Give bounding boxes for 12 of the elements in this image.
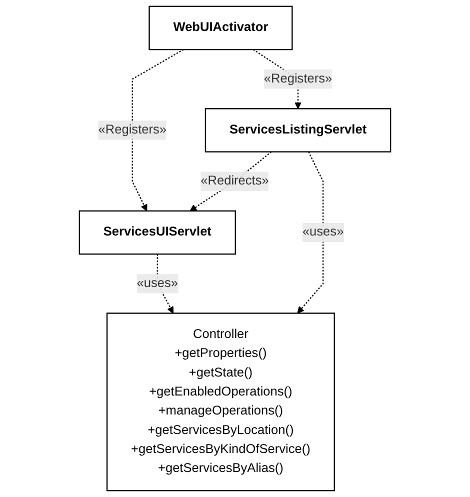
node-box: ServicesUIServlet	[78, 210, 236, 255]
edge-label: «Registers»	[98, 123, 166, 137]
arrow	[297, 152, 324, 314]
node-box: Controller +getProperties() +getState() +getEnabledOperations() +manageOperations() +getServicesByLocation() +getServicesByKindOfService() +getServicesByAlias()	[106, 312, 335, 492]
edge-label: «uses»	[302, 225, 344, 239]
edge-label: «Registers»	[264, 72, 332, 86]
node-box: WebUIActivator	[148, 6, 293, 50]
arrow	[132, 49, 184, 212]
arrow	[190, 151, 272, 212]
node-box: ServicesListingServlet	[204, 108, 392, 152]
edge-label: «uses»	[136, 276, 178, 290]
edge-label: «Redirects»	[200, 174, 269, 188]
